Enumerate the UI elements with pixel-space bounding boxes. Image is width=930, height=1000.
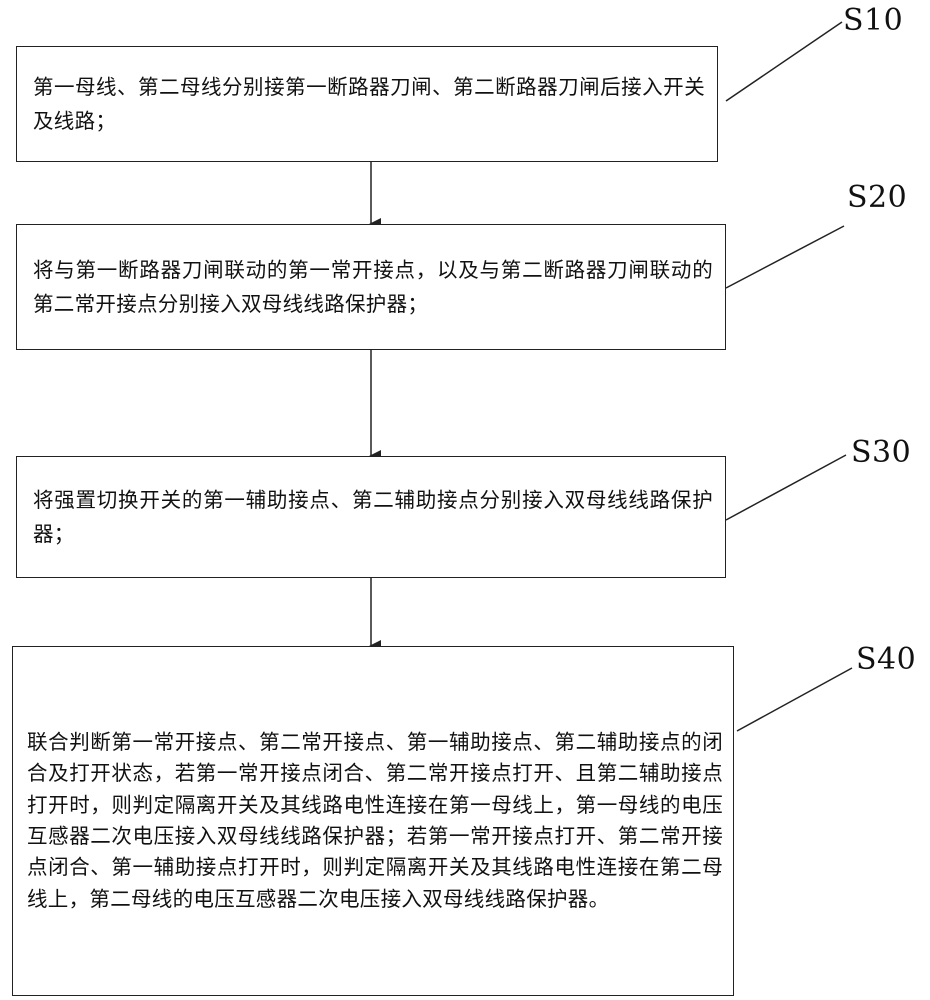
leader-line-s40 [736,667,853,732]
step-label-s30: S30 [851,435,912,470]
step-text-s40: 联合判断第一常开接点、第二常开接点、第一辅助接点、第二辅助接点的闭合及打开状态，… [27,729,723,911]
step-label-s10: S10 [843,3,904,38]
leader-line-s20 [725,225,845,289]
leader-line-s30 [725,454,847,521]
step-box-s30: 将强置切换开关的第一辅助接点、第二辅助接点分别接入双母线线路保护器； [16,456,726,578]
step-box-s20: 将与第一断路器刀闸联动的第一常开接点，以及与第二断路器刀闸联动的第二常开接点分别… [16,224,726,350]
step-text-s20: 将与第一断路器刀闸联动的第一常开接点，以及与第二断路器刀闸联动的第二常开接点分别… [33,258,713,316]
step-label-s40: S40 [856,642,917,677]
step-text-s10: 第一母线、第二母线分别接第一断路器刀闸、第二断路器刀闸后接入开关及线路； [33,75,705,133]
step-label-s20: S20 [847,180,908,215]
step-box-s40: 联合判断第一常开接点、第二常开接点、第一辅助接点、第二辅助接点的闭合及打开状态，… [12,646,734,996]
leader-line-s10 [725,21,843,102]
step-text-s30: 将强置切换开关的第一辅助接点、第二辅助接点分别接入双母线线路保护器； [33,488,713,546]
step-box-s10: 第一母线、第二母线分别接第一断路器刀闸、第二断路器刀闸后接入开关及线路； [16,46,718,162]
